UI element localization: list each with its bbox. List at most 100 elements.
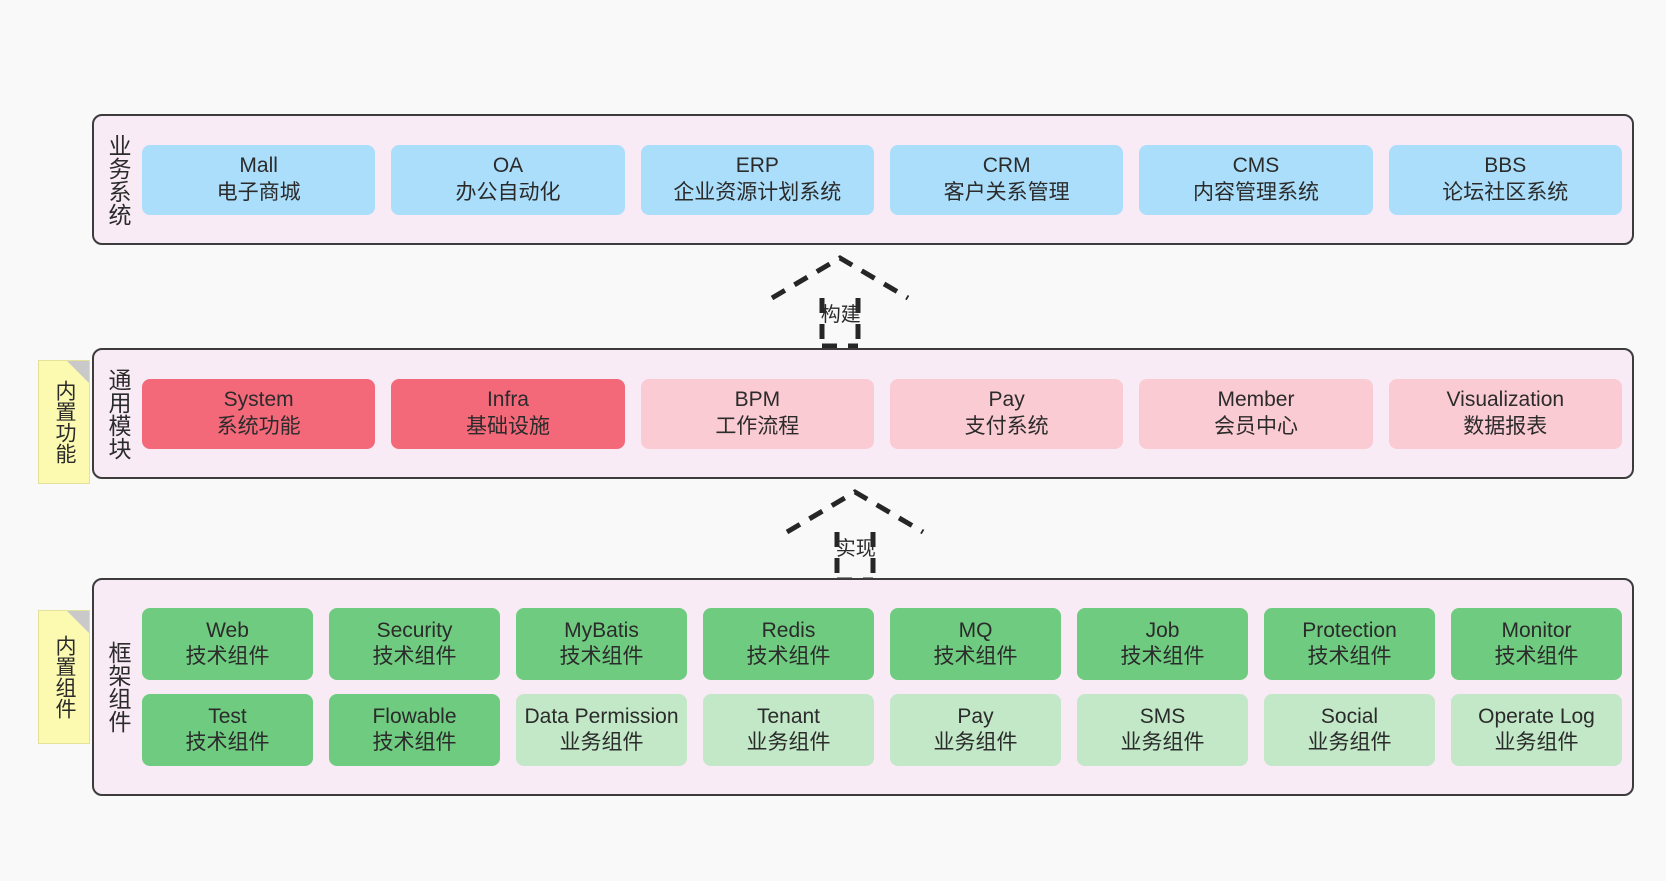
card-title-cn: 业务组件	[933, 731, 1018, 754]
card-mall[interactable]: Mall 电子商城	[142, 144, 376, 215]
card-title-en: Protection	[1302, 618, 1397, 642]
sticky-note-label: 内置功能	[53, 380, 77, 464]
card-monitor[interactable]: Monitor 技术组件	[1451, 608, 1622, 680]
card-title-en: Security	[376, 618, 453, 642]
card-title-en: Job	[1145, 618, 1180, 642]
card-system[interactable]: System 系统功能	[142, 378, 376, 449]
card-row: Web 技术组件 Security 技术组件 MyBatis 技术组件 Redi…	[142, 608, 1622, 680]
arrow-implement-label: 实现	[835, 538, 876, 560]
card-title-cn: 技术组件	[559, 645, 644, 668]
card-title-cn: 办公自动化	[455, 180, 561, 204]
card-cms[interactable]: CMS 内容管理系统	[1139, 144, 1373, 215]
card-flowable[interactable]: Flowable 技术组件	[329, 694, 500, 766]
card-bbs[interactable]: BBS 论坛社区系统	[1388, 144, 1622, 215]
card-title-en: Visualization	[1446, 388, 1565, 412]
card-member[interactable]: Member 会员中心	[1139, 378, 1373, 449]
card-title-cn: 企业资源计划系统	[673, 180, 842, 204]
card-title-cn: 技术组件	[933, 645, 1018, 668]
layer-business-systems[interactable]: 业务系统 Mall 电子商城 OA 办公自动化 ERP 企业资源计划系统 CRM…	[92, 114, 1634, 245]
layer-title-framework: 框架组件	[104, 641, 131, 733]
card-title-en: MQ	[958, 618, 993, 642]
card-title-en: Tenant	[756, 704, 821, 728]
card-redis[interactable]: Redis 技术组件	[703, 608, 874, 680]
card-tenant[interactable]: Tenant 业务组件	[703, 694, 874, 766]
card-infra[interactable]: Infra 基础设施	[391, 378, 625, 449]
card-title-en: Operate Log	[1478, 704, 1595, 728]
card-title-en: MyBatis	[564, 618, 639, 642]
layer-framework-components[interactable]: 框架组件 Web 技术组件 Security 技术组件 MyBatis 技术组件…	[92, 578, 1634, 796]
card-bpm[interactable]: BPM 工作流程	[640, 378, 874, 449]
card-title-cn: 技术组件	[185, 731, 270, 754]
card-mq[interactable]: MQ 技术组件	[890, 608, 1061, 680]
card-title-cn: 技术组件	[1307, 645, 1392, 668]
card-title-cn: 会员中心	[1213, 414, 1298, 438]
card-crm[interactable]: CRM 客户关系管理	[889, 144, 1124, 215]
card-title-cn: 业务组件	[746, 731, 831, 754]
arrow-build-label: 构建	[820, 304, 861, 326]
card-title-cn: 技术组件	[372, 731, 457, 754]
card-title-cn: 内容管理系统	[1192, 180, 1319, 204]
card-pay-component[interactable]: Pay 业务组件	[890, 694, 1061, 766]
card-row: Test 技术组件 Flowable 技术组件 Data Permission …	[142, 694, 1622, 766]
card-title-en: SMS	[1139, 704, 1186, 728]
card-sms[interactable]: SMS 业务组件	[1077, 694, 1248, 766]
card-title-en: Monitor	[1501, 618, 1572, 642]
card-title-en: BBS	[1484, 154, 1527, 178]
arrow-implement: 实现	[775, 486, 935, 582]
card-title-cn: 技术组件	[372, 645, 457, 668]
card-title-cn: 论坛社区系统	[1442, 180, 1569, 204]
card-protection[interactable]: Protection 技术组件	[1264, 608, 1435, 680]
card-title-en: Pay	[988, 388, 1025, 412]
card-oa[interactable]: OA 办公自动化	[391, 144, 625, 215]
card-title-en: Social	[1320, 704, 1379, 728]
card-title-cn: 工作流程	[715, 414, 800, 438]
card-erp[interactable]: ERP 企业资源计划系统	[640, 144, 874, 215]
card-title-en: Infra	[486, 388, 529, 412]
card-title-cn: 业务组件	[1120, 731, 1205, 754]
card-title-cn: 支付系统	[964, 414, 1049, 438]
card-title-cn: 业务组件	[1494, 731, 1579, 754]
card-security[interactable]: Security 技术组件	[329, 608, 500, 680]
layer-title-common: 通用模块	[104, 367, 131, 460]
card-title-en: ERP	[735, 154, 779, 178]
card-pay-module[interactable]: Pay 支付系统	[889, 378, 1124, 449]
sticky-note-builtin-components[interactable]: 内置组件	[38, 610, 90, 744]
card-web[interactable]: Web 技术组件	[142, 608, 313, 680]
card-title-en: OA	[492, 154, 524, 178]
card-title-cn: 业务组件	[559, 731, 644, 754]
card-title-en: Test	[208, 704, 247, 728]
layer-common-modules[interactable]: 通用模块 System 系统功能 Infra 基础设施 BPM 工作流程 Pay…	[92, 348, 1634, 479]
card-title-en: Mall	[239, 154, 278, 178]
card-visualization[interactable]: Visualization 数据报表	[1388, 378, 1622, 449]
layer-body-framework: Web 技术组件 Security 技术组件 MyBatis 技术组件 Redi…	[140, 580, 1632, 794]
card-title-en: BPM	[734, 388, 781, 412]
layer-body-common: System 系统功能 Infra 基础设施 BPM 工作流程 Pay 支付系统…	[140, 350, 1632, 477]
card-title-cn: 技术组件	[185, 645, 270, 668]
card-title-en: Flowable	[372, 704, 457, 728]
card-job[interactable]: Job 技术组件	[1077, 608, 1248, 680]
card-operate-log[interactable]: Operate Log 业务组件	[1451, 694, 1622, 766]
card-social[interactable]: Social 业务组件	[1264, 694, 1435, 766]
card-title-en: Data Permission	[524, 704, 679, 728]
sticky-note-builtin-features[interactable]: 内置功能	[38, 360, 90, 484]
sticky-note-label: 内置组件	[53, 635, 77, 719]
layer-title-business: 业务系统	[104, 133, 131, 226]
card-title-cn: 业务组件	[1307, 731, 1392, 754]
card-title-cn: 技术组件	[1120, 645, 1205, 668]
arrow-build: 构建	[760, 252, 920, 348]
card-title-en: System	[223, 388, 294, 412]
card-title-en: Member	[1217, 388, 1295, 412]
layer-body-business: Mall 电子商城 OA 办公自动化 ERP 企业资源计划系统 CRM 客户关系…	[140, 116, 1632, 243]
card-data-permission[interactable]: Data Permission 业务组件	[516, 694, 687, 766]
card-title-cn: 系统功能	[216, 414, 301, 438]
card-title-cn: 客户关系管理	[943, 180, 1070, 204]
card-title-en: CMS	[1232, 154, 1280, 178]
card-row: Mall 电子商城 OA 办公自动化 ERP 企业资源计划系统 CRM 客户关系…	[142, 144, 1622, 215]
card-title-en: Web	[206, 618, 249, 642]
card-test[interactable]: Test 技术组件	[142, 694, 313, 766]
card-mybatis[interactable]: MyBatis 技术组件	[516, 608, 687, 680]
card-title-en: Pay	[957, 704, 994, 728]
card-title-en: CRM	[982, 154, 1031, 178]
card-row: System 系统功能 Infra 基础设施 BPM 工作流程 Pay 支付系统…	[142, 378, 1622, 449]
